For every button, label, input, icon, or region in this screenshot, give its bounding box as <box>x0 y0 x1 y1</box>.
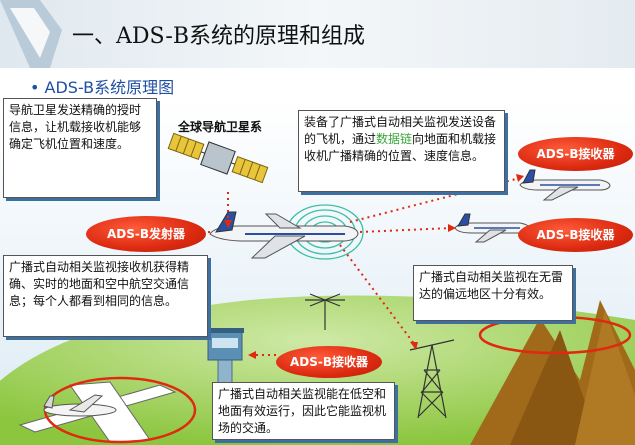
ground-antenna-icon <box>305 293 345 330</box>
equipped-plane-text-post: 向地面和机载接收机广播精确的位置、速度信息。 <box>304 132 497 163</box>
subtitle-text: ADS-B系统原理图 <box>44 78 175 97</box>
nav-satellite-note: 导航卫星发送精确的授时信息，让机载接收机能够确定飞机位置和速度。 <box>3 98 157 198</box>
radio-tower-icon <box>409 339 455 419</box>
logo-icon <box>0 0 62 68</box>
diagram-subtitle: • ADS-B系统原理图 <box>30 74 174 98</box>
equipped-plane-note: 装备了广播式自动相关监视发送设备的飞机，通过数据链向地面和机载接收机广播精确的位… <box>298 110 505 192</box>
bullet: • <box>30 78 40 97</box>
page-title: 一、ADS-B系统的原理和组成 <box>72 24 366 49</box>
header-band: 一、ADS-B系统的原理和组成 <box>0 0 635 68</box>
remote-area-note: 广播式自动相关监视在无雷达的偏远地区十分有效。 <box>413 265 573 321</box>
ground-coverage-note: 广播式自动相关监视能在低空和地面有效运行，因此它能监视机场的交通。 <box>212 382 395 440</box>
equipped-plane-text-pre: 装备了广播式自动相关监视发送设备的飞机，通过 <box>304 115 497 146</box>
receiver-pill-mid: ADS-B接收器 <box>518 218 633 252</box>
signal-arrowheads <box>224 174 524 359</box>
transmitter-pill: ADS-B发射器 <box>86 216 206 252</box>
satellite-icon <box>167 132 269 184</box>
data-link-highlight: 数据链 <box>376 132 413 146</box>
receiver-pill-ground: ADS-B接收器 <box>276 346 382 378</box>
receiver-pill-top: ADS-B接收器 <box>518 137 633 171</box>
receiver-info-note: 广播式自动相关监视接收机获得精确、实时的地面和空中航空交通信息；每个人都看到相同… <box>3 255 208 337</box>
mountain-range <box>470 300 635 445</box>
ground-airplane-icon <box>43 394 117 417</box>
satellite-label: 全球导航卫星系 <box>178 120 263 134</box>
airplane-icon-top-right <box>519 169 611 201</box>
main-airplane-icon <box>209 211 359 259</box>
